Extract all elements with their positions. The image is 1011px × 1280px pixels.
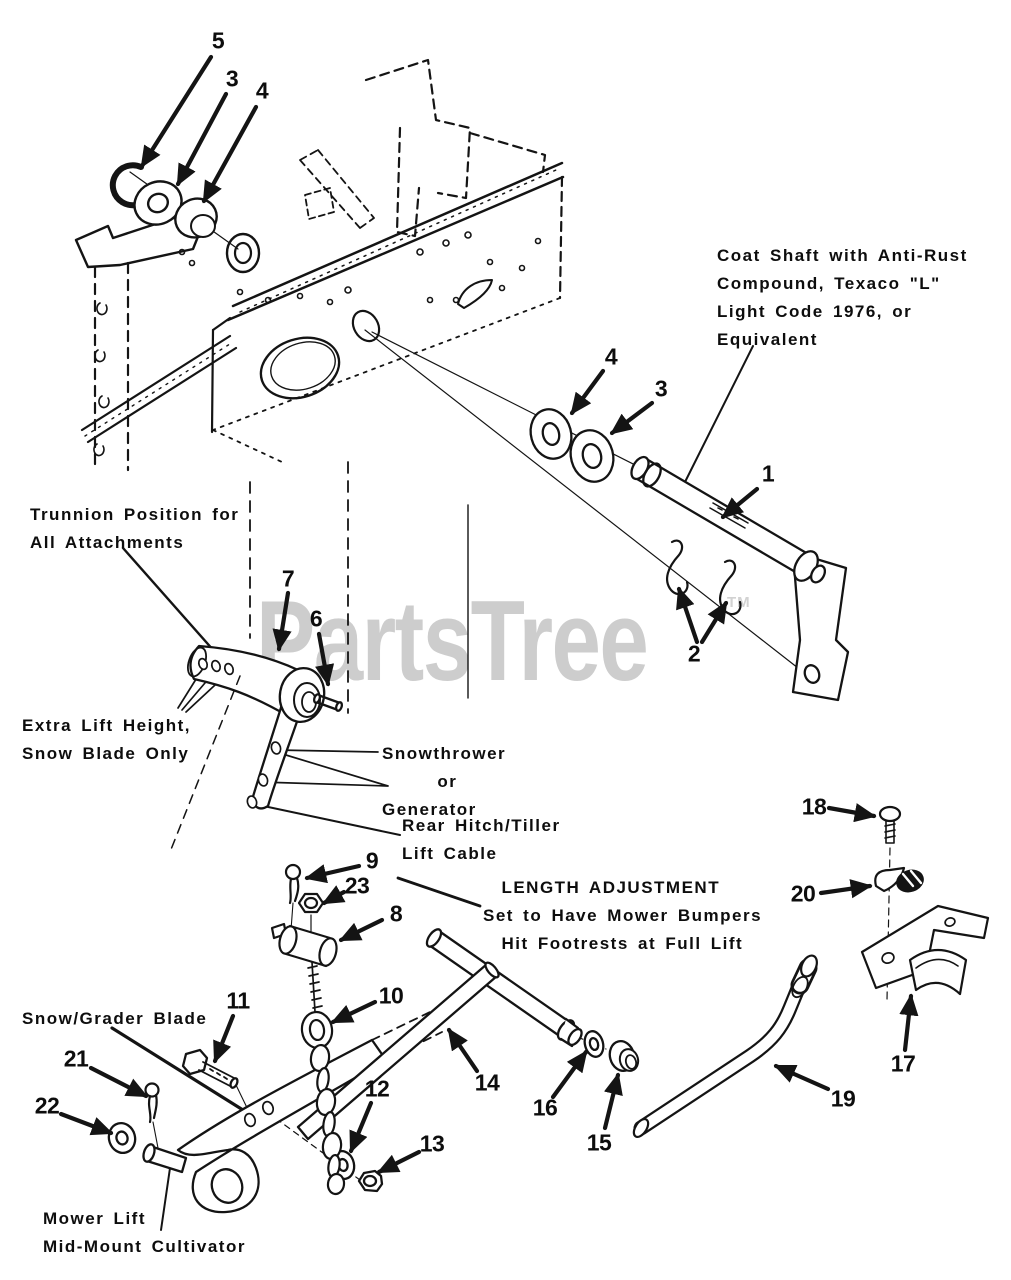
watermark-trademark: TM — [727, 594, 751, 611]
cable-clamp-bracket — [860, 805, 990, 996]
lift-handle-rod — [632, 954, 818, 1139]
tractor-frame — [74, 58, 565, 714]
callout-arrows — [58, 54, 919, 1175]
lift-shaft-assembly — [529, 408, 850, 702]
lift-shaft-and-hardware — [296, 928, 640, 1193]
leader-lines — [110, 171, 891, 1231]
lift-arm-bell-crank — [169, 644, 344, 853]
turnbuckle-chain-assembly — [270, 863, 346, 1196]
lower-lift-arm — [107, 1011, 443, 1214]
retainer-washer-bushing-top — [109, 162, 218, 239]
